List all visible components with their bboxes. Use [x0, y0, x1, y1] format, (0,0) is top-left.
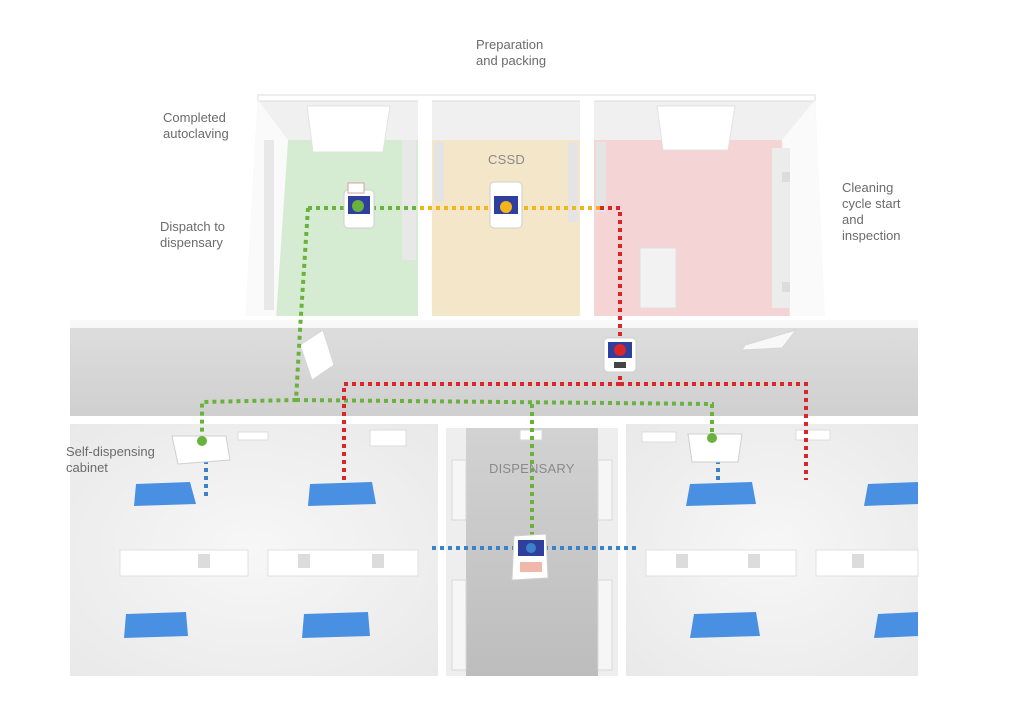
- label-cleaning-cycle: Cleaning cycle start and inspection: [842, 180, 901, 243]
- label-dispatch-to-dispensary: Dispatch to dispensary: [160, 219, 226, 250]
- clean-room: [276, 140, 418, 318]
- dirty-room: [594, 140, 790, 318]
- sink-icon: [198, 172, 864, 568]
- label-preparation-and-packing: Preparation and packing: [476, 37, 547, 68]
- corridor: [70, 320, 918, 424]
- room-label-dispensary: DISPENSARY: [489, 461, 575, 476]
- room-label-cssd: CSSD: [488, 152, 525, 167]
- prep-room: [432, 140, 580, 318]
- label-self-dispensing-cabinet: Self-dispensing cabinet: [66, 444, 155, 475]
- bed-icon: [124, 482, 918, 638]
- cabinet-icon: [171, 433, 743, 465]
- route-red: [342, 206, 808, 480]
- ward-right: [626, 424, 919, 676]
- label-completed-autoclaving: Completed autoclaving: [163, 110, 229, 141]
- cssd-block: [245, 94, 825, 322]
- robot-icon: [343, 181, 637, 581]
